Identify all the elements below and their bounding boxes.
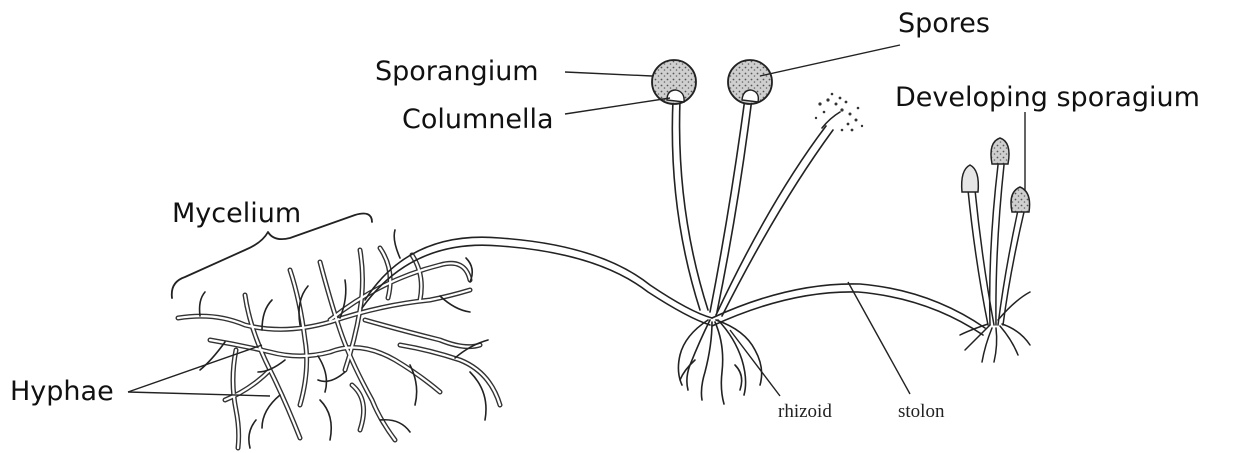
- columnella-label: Columnella: [402, 104, 554, 135]
- sporangium-label: Sporangium: [375, 56, 539, 87]
- stolon-label: stolon: [898, 401, 945, 422]
- hyphae-label: Hyphae: [10, 376, 114, 407]
- mycelium-label: Mycelium: [172, 198, 301, 229]
- developing-group: [960, 138, 1030, 362]
- mycelium-network: [178, 230, 500, 448]
- spores-label: Spores: [898, 8, 990, 39]
- rhizoid-label: rhizoid: [778, 401, 832, 422]
- stolon-curves: [362, 237, 985, 335]
- sporangiophore-cluster: [652, 60, 863, 404]
- rhizoid-central: [678, 320, 761, 404]
- developing-sporangium-label: Developing sporagium: [895, 82, 1200, 113]
